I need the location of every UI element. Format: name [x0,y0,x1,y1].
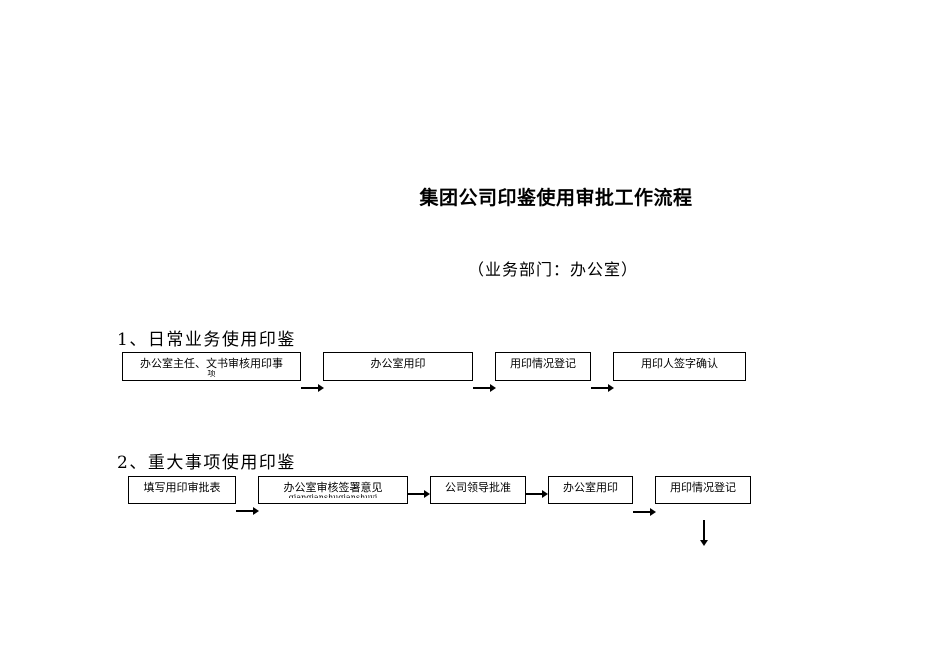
flow-step-label: 办公室审核签署意见 [283,481,383,494]
flow-step-label: 公司领导批准 [445,481,511,494]
flow-step-label: 办公室用印 [370,357,426,370]
flow-arrow [301,384,324,392]
flow-step-overflow-text: 项 [207,370,216,378]
document-subtitle: （业务部门：办公室） [468,260,639,279]
section-1-heading: 1、日常业务使用印鉴 [117,330,296,350]
flow-step-box: 用印情况登记 [495,352,591,381]
section-2-heading: 2、重大事项使用印鉴 [117,453,296,473]
flow-arrow-down [700,520,708,546]
flow-step-box: 办公室用印 [548,476,633,504]
flow-step-label: 办公室用印 [563,481,618,494]
flow-step-label: 用印情况登记 [510,357,576,370]
flow-step-box: 填写用印审批表 [128,476,236,504]
flow-step-box: 用印人签字确认 [613,352,746,381]
flow-arrow [473,384,496,392]
flow-step-box: 用印情况登记 [655,476,751,504]
flow-step-label: 办公室主任、文书审核用印事 [140,357,283,370]
flow-step-label: 用印情况登记 [670,481,736,494]
flow-arrow [633,508,656,516]
flow-step-box: 办公室审核签署意见 qianqianshuqianshuyi [258,476,408,504]
flow-step-box: 公司领导批准 [430,476,526,504]
flow-arrow [591,384,614,392]
flow-step-overflow-text: qianqianshuqianshuyi [259,494,407,498]
flow-step-label: 用印人签字确认 [641,357,718,370]
flow-step-box: 办公室用印 [323,352,473,381]
flow-arrow [408,490,430,498]
flow-step-box: 办公室主任、文书审核用印事 项 [122,352,301,381]
document-title: 集团公司印鉴使用审批工作流程 [419,187,693,209]
flow-arrow [236,507,259,515]
flow-step-label: 填写用印审批表 [143,481,221,494]
flow-arrow [526,490,548,498]
